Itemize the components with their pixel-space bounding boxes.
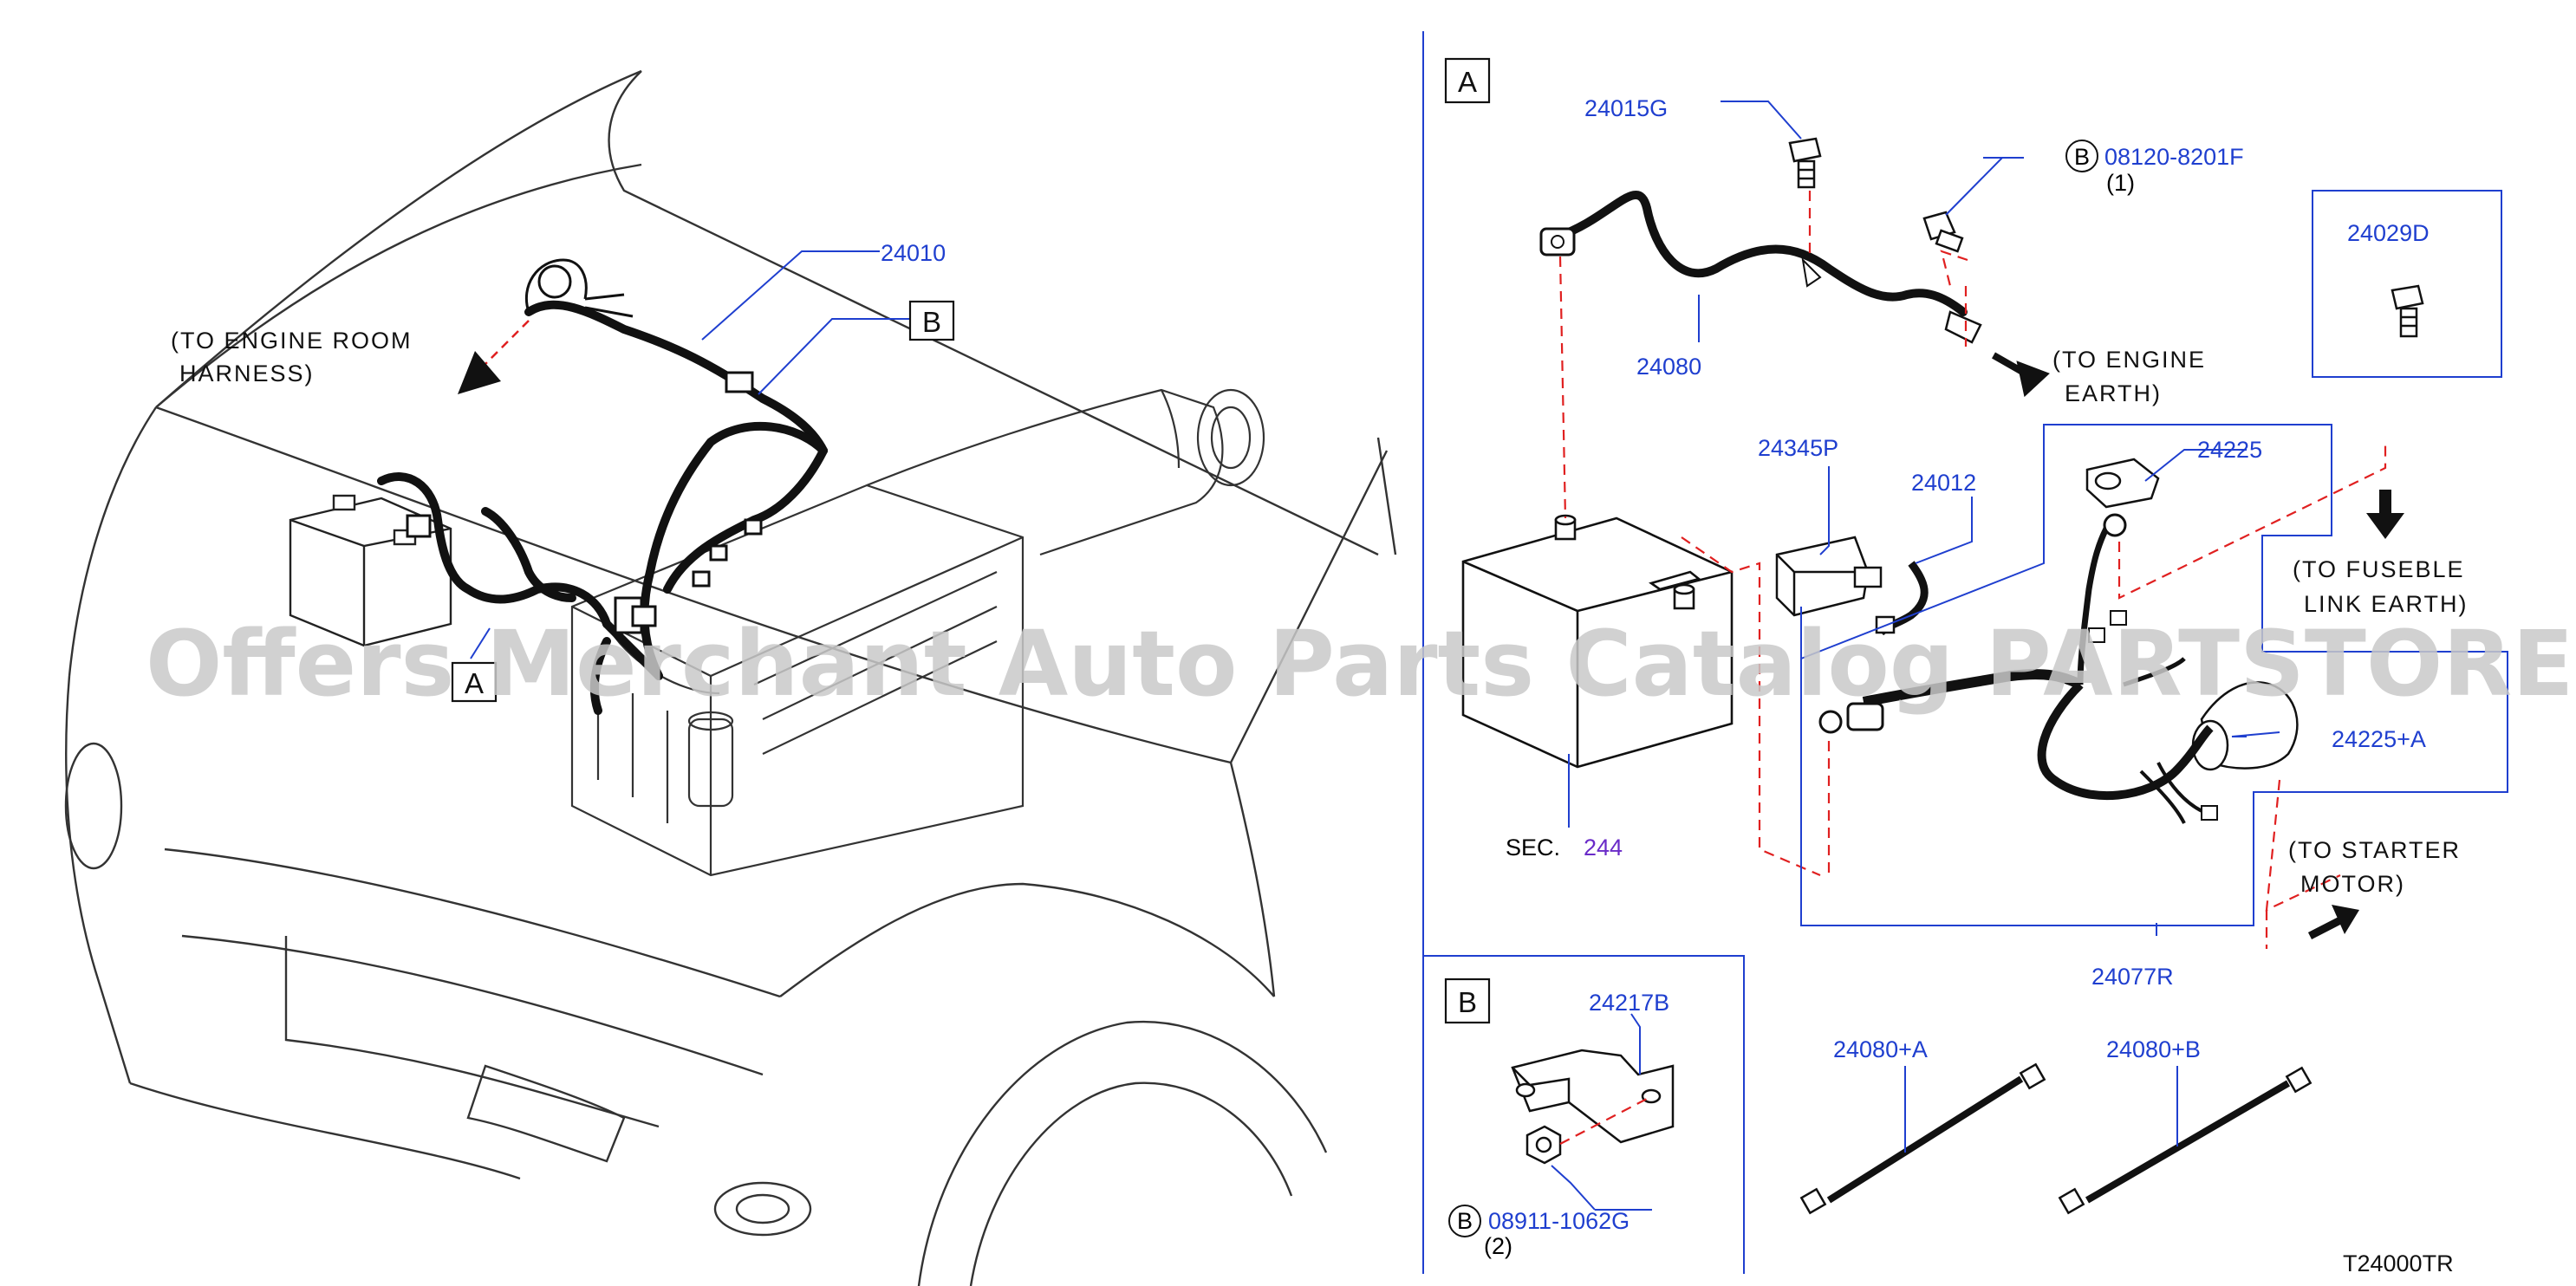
qty-08911-1062G: (2) [1484,1233,1512,1259]
arrow-to-fuse-earth [2366,490,2404,539]
callout-b-box [908,300,955,341]
label-24077R: 24077R [2091,964,2174,990]
label-24345P: 24345P [1758,435,1838,461]
note-to-starter-1: (TO STARTER [2288,837,2461,863]
label-24080: 24080 [1636,354,1701,380]
leaders-b [1551,1013,1652,1211]
nut-08911-1062G [1525,1125,1562,1165]
label-24225: 24225 [2197,437,2262,463]
label-sec-prefix: SEC. [1506,835,1560,861]
label-24012: 24012 [1911,470,1976,496]
watermark: Offers Merchant Auto Parts Catalog PARTS… [146,611,2576,717]
panel-b-box [1444,977,1491,1024]
label-24015G: 24015G [1584,95,1668,121]
panel-a-letter: A [1458,66,1477,98]
cable-24080-B [2058,1066,2313,1215]
cap-24225 [2085,458,2160,509]
note-to-starter-2: MOTOR) [2300,871,2405,897]
left-leaders [470,250,910,659]
dashed-guides-a [1558,191,2387,949]
label-24010: 24010 [881,240,946,266]
label-24225-A: 24225+A [2332,726,2426,752]
nut-b-circle-letter: B [1457,1208,1473,1234]
vehicle-outline [64,69,1397,1286]
bolt-24029D [2391,284,2424,338]
earth-cable-24080 [1539,191,1982,344]
bolt-24015G [1788,137,1822,189]
cover-24345P [1775,536,1883,617]
nut-b-circle [1448,1205,1481,1237]
cable-24080-A [1799,1062,2046,1215]
bolt-b-circle [2065,140,2098,172]
note-to-fuse-earth-2: LINK EARTH) [2304,591,2469,617]
bracket-24217B [1511,1049,1675,1144]
frame-24077R [1800,424,2508,926]
label-24029D: 24029D [2347,220,2430,246]
diagram-code: T24000TR [2343,1250,2454,1276]
note-to-engine-room-1: (TO ENGINE ROOM [171,328,413,354]
arrow-to-engine-earth [2016,360,2050,398]
qty-08120-8201F: (1) [2106,170,2135,196]
label-08911-1062G: 08911-1062G [1488,1208,1630,1234]
harness-24010-fine [406,258,763,634]
note-to-engine-earth-1: (TO ENGINE [2052,347,2206,373]
label-sec-number: 244 [1584,835,1623,861]
callout-a-box [451,661,498,703]
leaders-loose [1904,1066,2178,1153]
leaders-a [1568,101,2280,936]
note-to-fuse-earth-1: (TO FUSEBLE [2293,556,2465,582]
callout-a-letter: A [465,667,484,699]
note-to-engine-earth-2: EARTH) [2065,380,2162,406]
callout-b-letter: B [922,306,941,338]
cable-24077R [1818,513,2218,824]
panel-frames [1422,31,2502,1274]
label-24080-A: 24080+A [1833,1036,1928,1062]
panel-b-letter: B [1458,986,1477,1018]
panel-a-box [1444,57,1491,104]
label-24080-B: 24080+B [2106,1036,2201,1062]
arrow-to-starter [2307,905,2359,940]
note-to-engine-room-2: HARNESS) [179,360,315,386]
label-08120-8201F: 08120-8201F [2104,144,2244,170]
arrow-to-engine-room [458,320,530,394]
bolt-b-circle-letter: B [2074,144,2090,170]
battery-sec-244 [1461,514,1734,769]
bolt-08120-8201F [1922,211,1964,253]
arrow-shaft-engine-earth [1992,352,2026,376]
label-24217B: 24217B [1589,990,1669,1016]
